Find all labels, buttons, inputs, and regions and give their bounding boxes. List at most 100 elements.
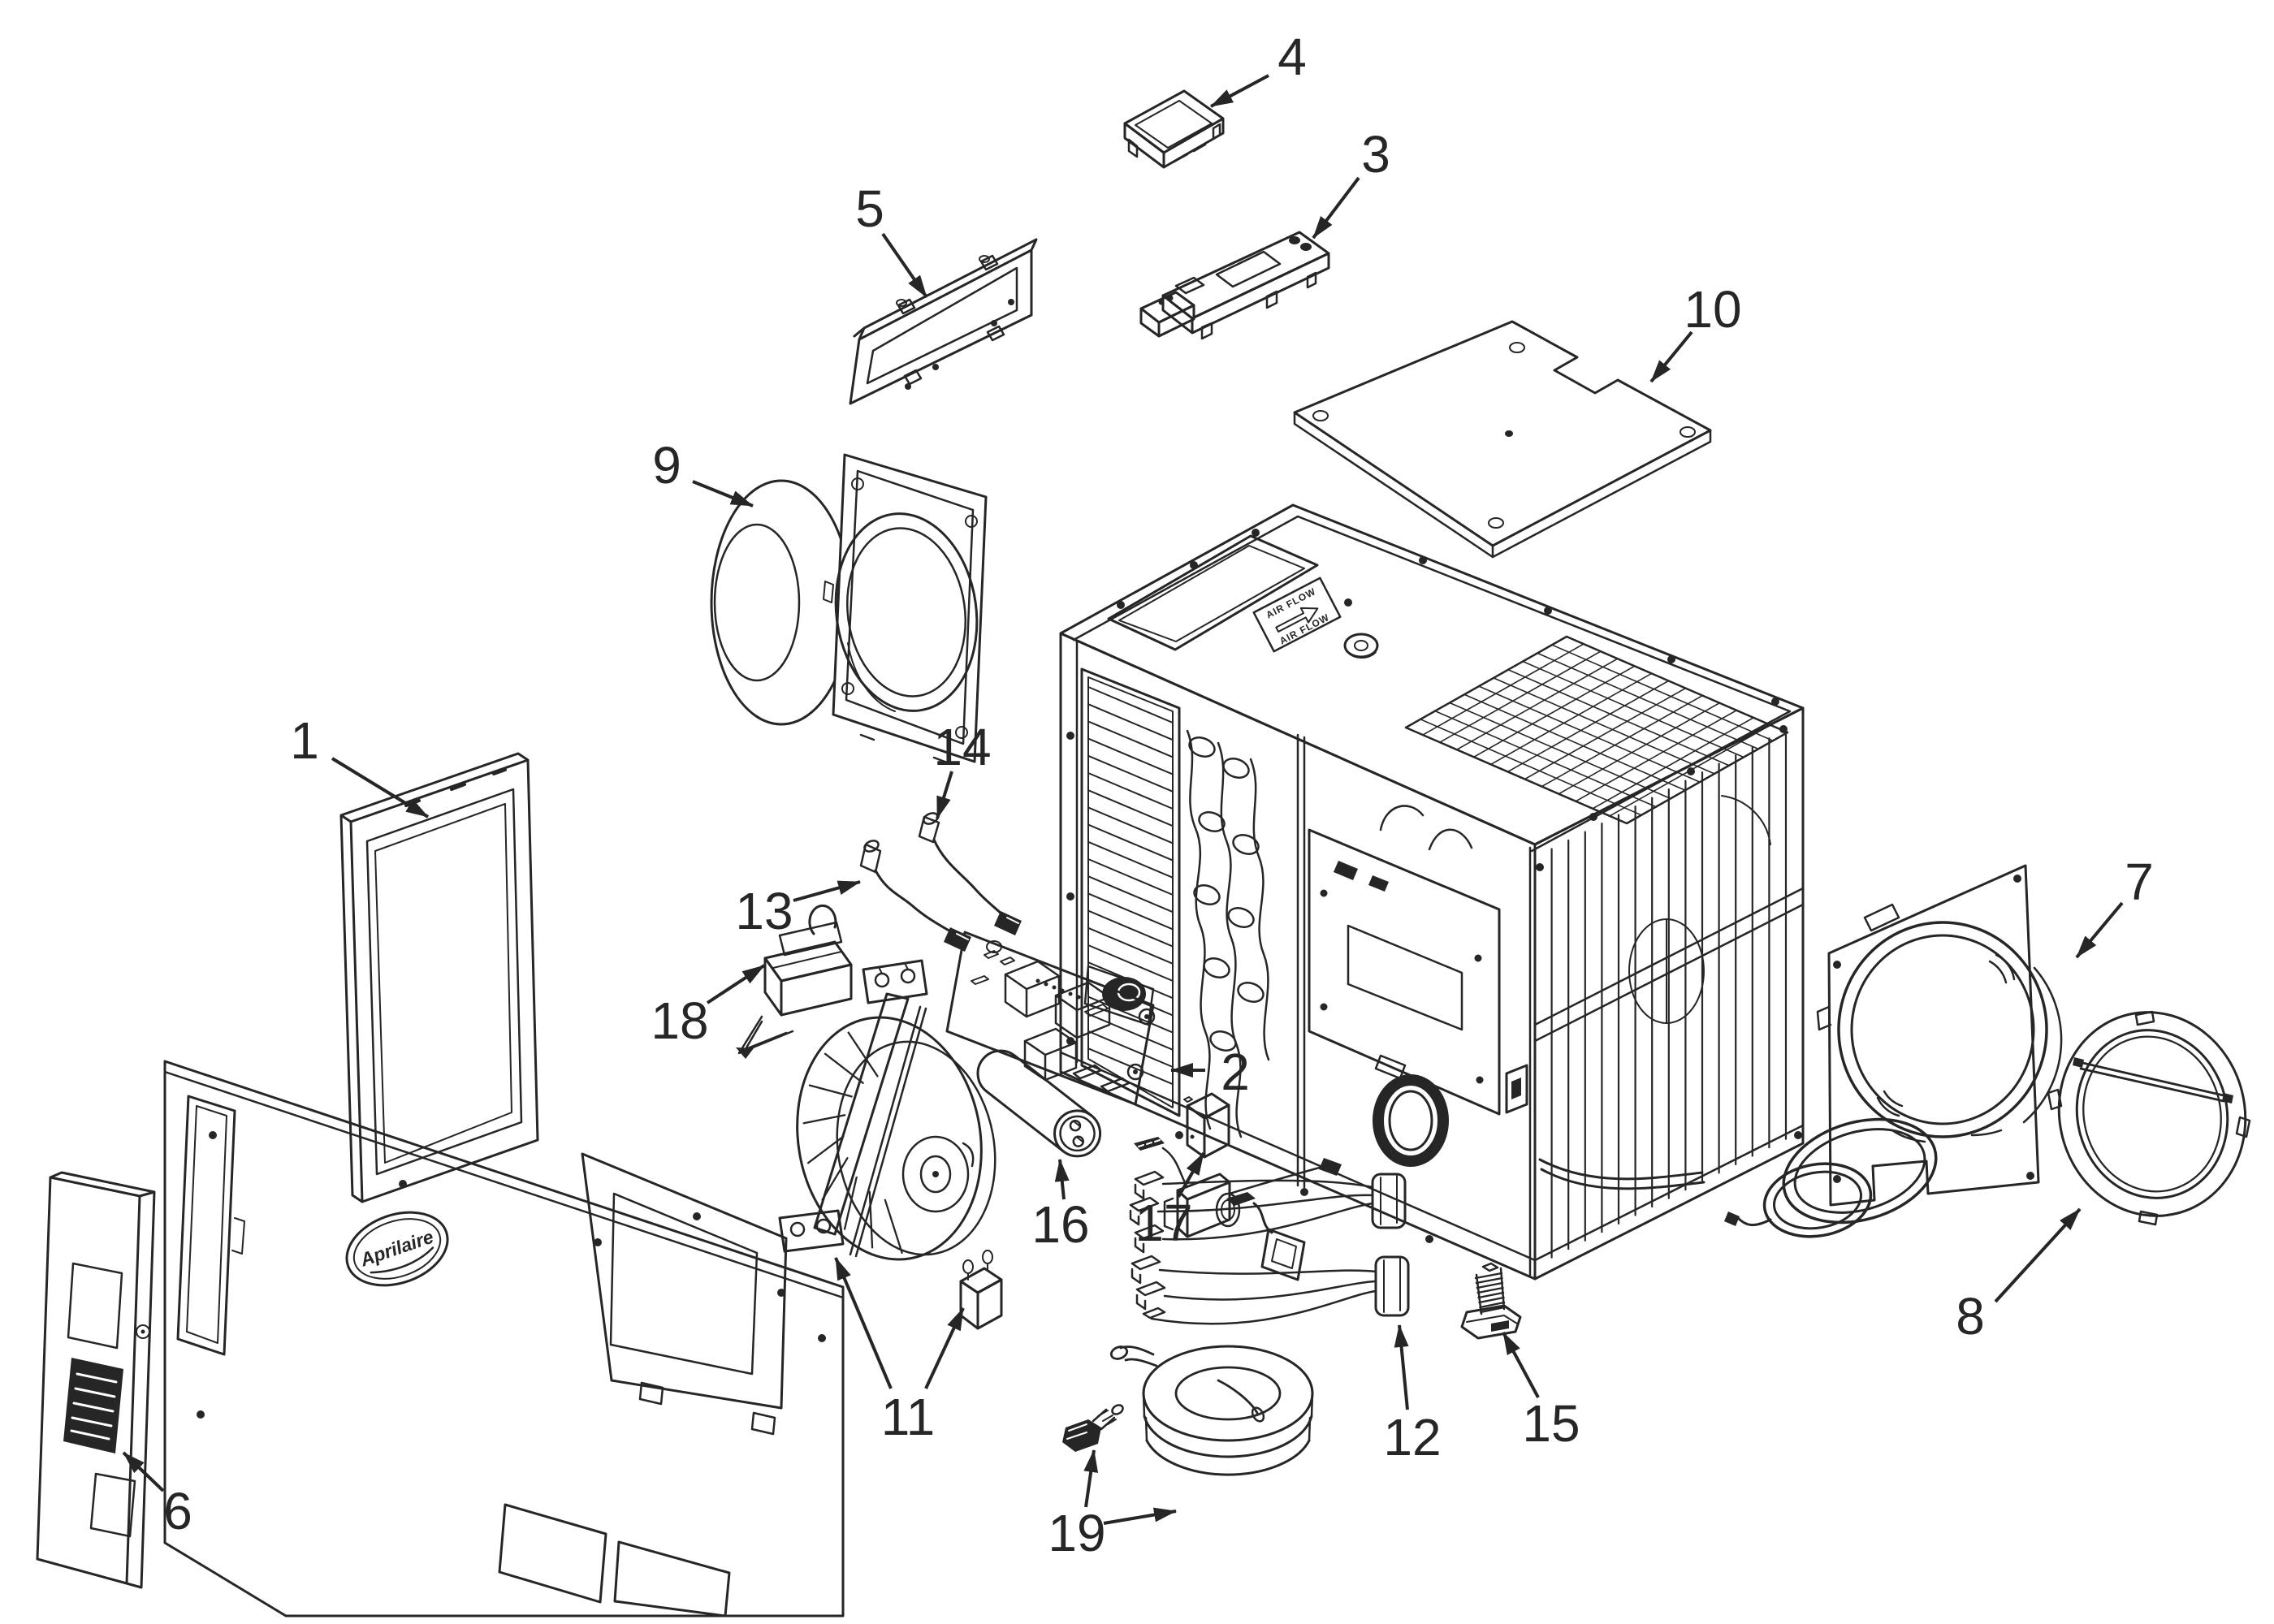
callout-number: 12 — [1383, 1408, 1441, 1466]
relay-block — [959, 1250, 1003, 1330]
part-19-drain-hose — [1062, 1345, 1314, 1476]
callout-number: 5 — [855, 179, 884, 238]
inner-panel — [1308, 805, 1501, 1116]
panel-screws — [197, 1131, 826, 1419]
leader-line — [1083, 1449, 1099, 1508]
callout-number: 1 — [290, 711, 319, 770]
callout-number: 18 — [651, 991, 708, 1050]
leader-line — [1502, 1332, 1540, 1398]
leader-line — [1210, 74, 1269, 108]
condenser-mesh — [1405, 636, 1788, 824]
leader-line — [1994, 1207, 2082, 1303]
blower-bracket-bottom — [778, 1209, 845, 1253]
leader-line — [881, 232, 928, 299]
part-7-fan-shroud — [1816, 864, 2063, 1207]
callout-9: 9 — [652, 436, 754, 508]
part-2-circuit-board — [945, 931, 1156, 1106]
leader-line — [793, 880, 861, 902]
part-3-control-module — [1139, 231, 1330, 340]
part-6-access-door — [36, 1171, 156, 1589]
part-16-capacitor — [976, 1049, 1102, 1158]
callout-5: 5 — [855, 179, 928, 299]
part-11-blower-assembly — [778, 959, 996, 1261]
callout-8: 8 — [1956, 1207, 2082, 1345]
leader-line — [1103, 1507, 1177, 1525]
chassis-screws — [1066, 529, 1802, 1243]
power-cord — [1538, 1117, 1938, 1238]
part-9-fan-inlet — [710, 453, 988, 764]
callout-4: 4 — [1210, 28, 1307, 108]
leader-line — [331, 757, 430, 818]
callout-number: 9 — [652, 436, 681, 495]
leader-line — [1394, 1324, 1409, 1410]
leader-line — [1054, 1159, 1070, 1200]
power-switch — [1505, 1064, 1528, 1114]
leader-line — [122, 1451, 165, 1492]
part-8-retaining-ring — [2047, 1010, 2251, 1226]
callout-16: 16 — [1031, 1159, 1090, 1254]
callout-7: 7 — [2075, 853, 2154, 959]
side-louver-panel — [1080, 667, 1181, 1117]
callout-number: 15 — [1522, 1394, 1580, 1453]
callout-number: 3 — [1361, 125, 1390, 184]
condenser-grille — [1550, 728, 1788, 1259]
callout-3: 3 — [1312, 125, 1390, 240]
blower-discharge-opening — [1107, 534, 1319, 651]
air-flow-text-bottom: AIR FLOW — [1278, 611, 1331, 647]
main-unit-chassis: AIR FLOW AIR FLOW — [1059, 503, 1938, 1281]
callout-number: 11 — [881, 1388, 935, 1446]
part-12-wiring-harness — [1129, 1137, 1410, 1325]
callout-11: 11 — [834, 1257, 965, 1446]
callout-2: 2 — [1170, 1043, 1250, 1101]
leader-line — [834, 1257, 893, 1389]
part-14-sensor-lead — [918, 812, 1022, 935]
callout-number: 14 — [933, 718, 991, 776]
callout-19: 19 — [1048, 1449, 1177, 1562]
bolt-threads — [1474, 1272, 1506, 1314]
front-panel: Aprilaire — [163, 1060, 845, 1618]
leader-line — [936, 771, 953, 819]
callout-number: 8 — [1956, 1287, 1985, 1345]
part-15-bolt — [1460, 1262, 1522, 1340]
callout-17: 17 — [1135, 1152, 1205, 1252]
callout-13: 13 — [735, 880, 861, 940]
leader-line — [706, 964, 766, 1004]
leader-line — [1649, 330, 1693, 383]
callout-number: 10 — [1684, 280, 1741, 339]
part-13-sensor-lead — [859, 840, 971, 952]
callout-number: 17 — [1135, 1194, 1192, 1252]
callout-1: 1 — [290, 711, 430, 818]
leader-line — [692, 480, 754, 508]
part-1-filter-frame — [339, 752, 539, 1203]
callout-12: 12 — [1383, 1324, 1442, 1466]
evaporator-fins — [1087, 686, 1174, 1086]
part-5-damper-frame — [849, 238, 1038, 405]
callout-18: 18 — [651, 964, 766, 1050]
part-17-relay — [1183, 1092, 1230, 1159]
leader-line — [2075, 901, 2124, 959]
leader-line — [924, 1307, 965, 1389]
foam-ring — [1373, 1074, 1449, 1167]
callout-number: 7 — [2125, 853, 2154, 911]
callout-number: 4 — [1278, 28, 1307, 86]
refrigerant-tubes — [1186, 729, 1270, 1138]
callout-number: 19 — [1048, 1504, 1105, 1562]
callout-15: 15 — [1502, 1332, 1580, 1453]
part-18-float-bracket — [736, 904, 853, 1059]
leader-line — [1177, 1152, 1205, 1198]
part-4-cover — [1123, 89, 1225, 169]
leader-line — [1312, 176, 1360, 240]
callout-number: 16 — [1031, 1195, 1089, 1254]
callout-number: 6 — [163, 1482, 192, 1540]
callout-number: 13 — [735, 882, 793, 940]
blower-bracket-top — [862, 959, 928, 1004]
callout-10: 10 — [1649, 280, 1742, 383]
insulation-panel — [581, 1152, 788, 1436]
part-10-top-plate — [1293, 320, 1712, 559]
aprilaire-logo: Aprilaire — [345, 1211, 449, 1287]
callout-number: 2 — [1221, 1043, 1250, 1101]
callout-6: 6 — [122, 1451, 192, 1540]
